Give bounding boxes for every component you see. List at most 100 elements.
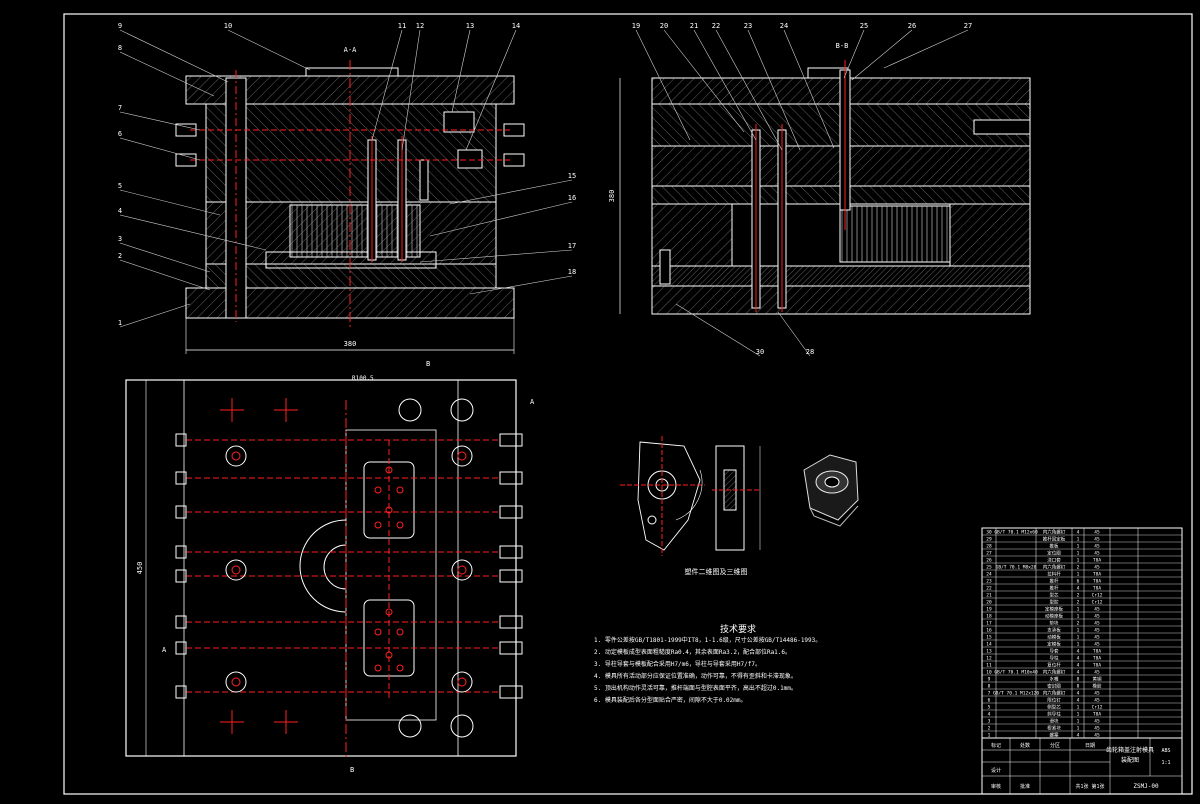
bom-cell: 27 xyxy=(986,551,992,557)
bom-cell: 浇口套 xyxy=(1047,557,1061,564)
part-3d-view xyxy=(803,454,859,527)
bom-cell: 推板 xyxy=(1050,543,1059,550)
callout-18: 18 xyxy=(568,268,576,276)
bom-cell: 密封圈 xyxy=(1047,683,1061,690)
title-block: 齿轮箱盖注射模具 装配图 ABS 1:1 ZSMJ-00 共1张 第1张 标记 … xyxy=(981,737,1183,795)
bom-cell: 23 xyxy=(986,579,992,585)
bom-cell: 45 xyxy=(1094,726,1100,732)
callout-5: 5 xyxy=(118,182,122,190)
bom-cell: 复位杆 xyxy=(1047,662,1061,669)
bom-cell: 4 xyxy=(1077,649,1080,655)
bom-cell: 9 xyxy=(988,677,991,683)
bom-cell: 25 xyxy=(986,565,992,571)
bom-cell: 动模板 xyxy=(1047,634,1061,641)
tech-item: 5. 顶出机构动作灵活可靠，推杆端面与型腔表面平齐，高出不超过0.1mm。 xyxy=(594,684,797,692)
callout-13: 13 xyxy=(466,22,474,30)
section-mark-b-top: B xyxy=(426,360,430,368)
callout-10: 10 xyxy=(224,22,232,30)
bom-cell: 侧型芯 xyxy=(1047,704,1061,711)
callout-3: 3 xyxy=(118,235,122,243)
bom-cell: T8A xyxy=(1093,712,1101,718)
bom-cell: 45 xyxy=(1094,691,1100,697)
bom-cell: GB/T 70.1 M10x40 xyxy=(994,670,1038,676)
bom-cell: 45 xyxy=(1094,719,1100,725)
bom-cell: 45 xyxy=(1094,628,1100,634)
bom-cell: T8A xyxy=(1093,649,1101,655)
bom-cell: 1 xyxy=(988,733,991,739)
section-label-a: A-A xyxy=(344,46,357,54)
bom-cell: 1 xyxy=(1077,719,1080,725)
bom-cell: 45 xyxy=(1094,537,1100,543)
title-name: 齿轮箱盖注射模具 xyxy=(1106,746,1154,754)
bom-cell: 3 xyxy=(988,719,991,725)
drawing-number: ZSMJ-00 xyxy=(1133,783,1159,790)
drawing-border xyxy=(63,13,1193,795)
bom-cell: 橡胶 xyxy=(1093,683,1102,690)
callout-1: 1 xyxy=(118,319,122,327)
hdr-approve: 批准 xyxy=(1020,783,1030,790)
bom-cell: 垫块 xyxy=(1050,620,1059,627)
bom-cell: 推杆 xyxy=(1050,578,1059,585)
callout-23: 23 xyxy=(744,22,752,30)
plan-outline xyxy=(125,379,517,757)
bom-cell: 内六角螺钉 xyxy=(1043,669,1066,676)
bom-cell: 动模座板 xyxy=(1045,613,1063,620)
bom-cell: 4 xyxy=(1077,698,1080,704)
part-caption: 塑件二维图及三维图 xyxy=(685,567,748,576)
bom-cell: 2 xyxy=(1077,621,1080,627)
tech-item: 4. 模具所有活动部分应保证位置准确，动作可靠，不得有歪斜和卡滞现象。 xyxy=(594,672,797,680)
b-spacer-right xyxy=(949,203,1031,267)
bom-cell: 8 xyxy=(1077,684,1080,690)
bom-cell: 限位钉 xyxy=(1047,697,1061,704)
callout-28: 28 xyxy=(806,348,814,356)
bom-cell: 1 xyxy=(1077,726,1080,732)
bom-cell: 2 xyxy=(988,726,991,732)
bom-cell: 4 xyxy=(1077,691,1080,697)
bom-cell: 14 xyxy=(986,642,992,648)
hdr-zone: 分区 xyxy=(1050,742,1060,749)
bom-cell: 1 xyxy=(1077,558,1080,564)
bom-cell: 拉料杆 xyxy=(1047,571,1061,578)
bom-cell: 内六角螺钉 xyxy=(1043,690,1066,697)
bom-cell: 支承板 xyxy=(1047,627,1061,634)
section-mark-a-left: A xyxy=(162,646,167,654)
ejector-plate xyxy=(265,251,437,269)
bom-cell: 17 xyxy=(986,621,992,627)
bom-cell: 1 xyxy=(1077,614,1080,620)
callout-14: 14 xyxy=(512,22,520,30)
bom-cell: 45 xyxy=(1094,733,1100,739)
bom-cell: 1 xyxy=(1077,628,1080,634)
part-views: 塑件二维图及三维图 xyxy=(620,436,859,576)
bom-cell: 4 xyxy=(988,712,991,718)
bom-cell: 导套 xyxy=(1050,648,1059,655)
bom-cell: 45 xyxy=(1094,565,1100,571)
bom-cell: 滑块 xyxy=(1050,718,1059,725)
callout-16: 16 xyxy=(568,194,576,202)
bom-cell: 10 xyxy=(986,670,992,676)
bom-cell: 推杆 xyxy=(1050,585,1059,592)
callout-19: 19 xyxy=(632,22,640,30)
bom-cell: 定模板 xyxy=(1047,641,1061,648)
bom-cell: 1 xyxy=(1077,572,1080,578)
bom-cell: T8A xyxy=(1093,579,1101,585)
bom-cell: 1 xyxy=(1077,537,1080,543)
callout-24: 24 xyxy=(780,22,788,30)
bom-cell: 8 xyxy=(988,684,991,690)
callout-22: 22 xyxy=(712,22,720,30)
bom-cell: 45 xyxy=(1094,530,1100,536)
bom-cell: Cr12 xyxy=(1092,600,1103,606)
bom-cell: 1 xyxy=(1077,544,1080,550)
bom-cell: 45 xyxy=(1094,635,1100,641)
bom-cell: Cr12 xyxy=(1092,593,1103,599)
plan-cooling-channels xyxy=(175,433,523,699)
bom-cell: 斜导柱 xyxy=(1047,711,1061,718)
bom-cell: 45 xyxy=(1094,614,1100,620)
bom-cell: 18 xyxy=(986,614,992,620)
bom-cell: 45 xyxy=(1094,607,1100,613)
callout-26: 26 xyxy=(908,22,916,30)
bom-cell: 型腔 xyxy=(1050,599,1059,606)
